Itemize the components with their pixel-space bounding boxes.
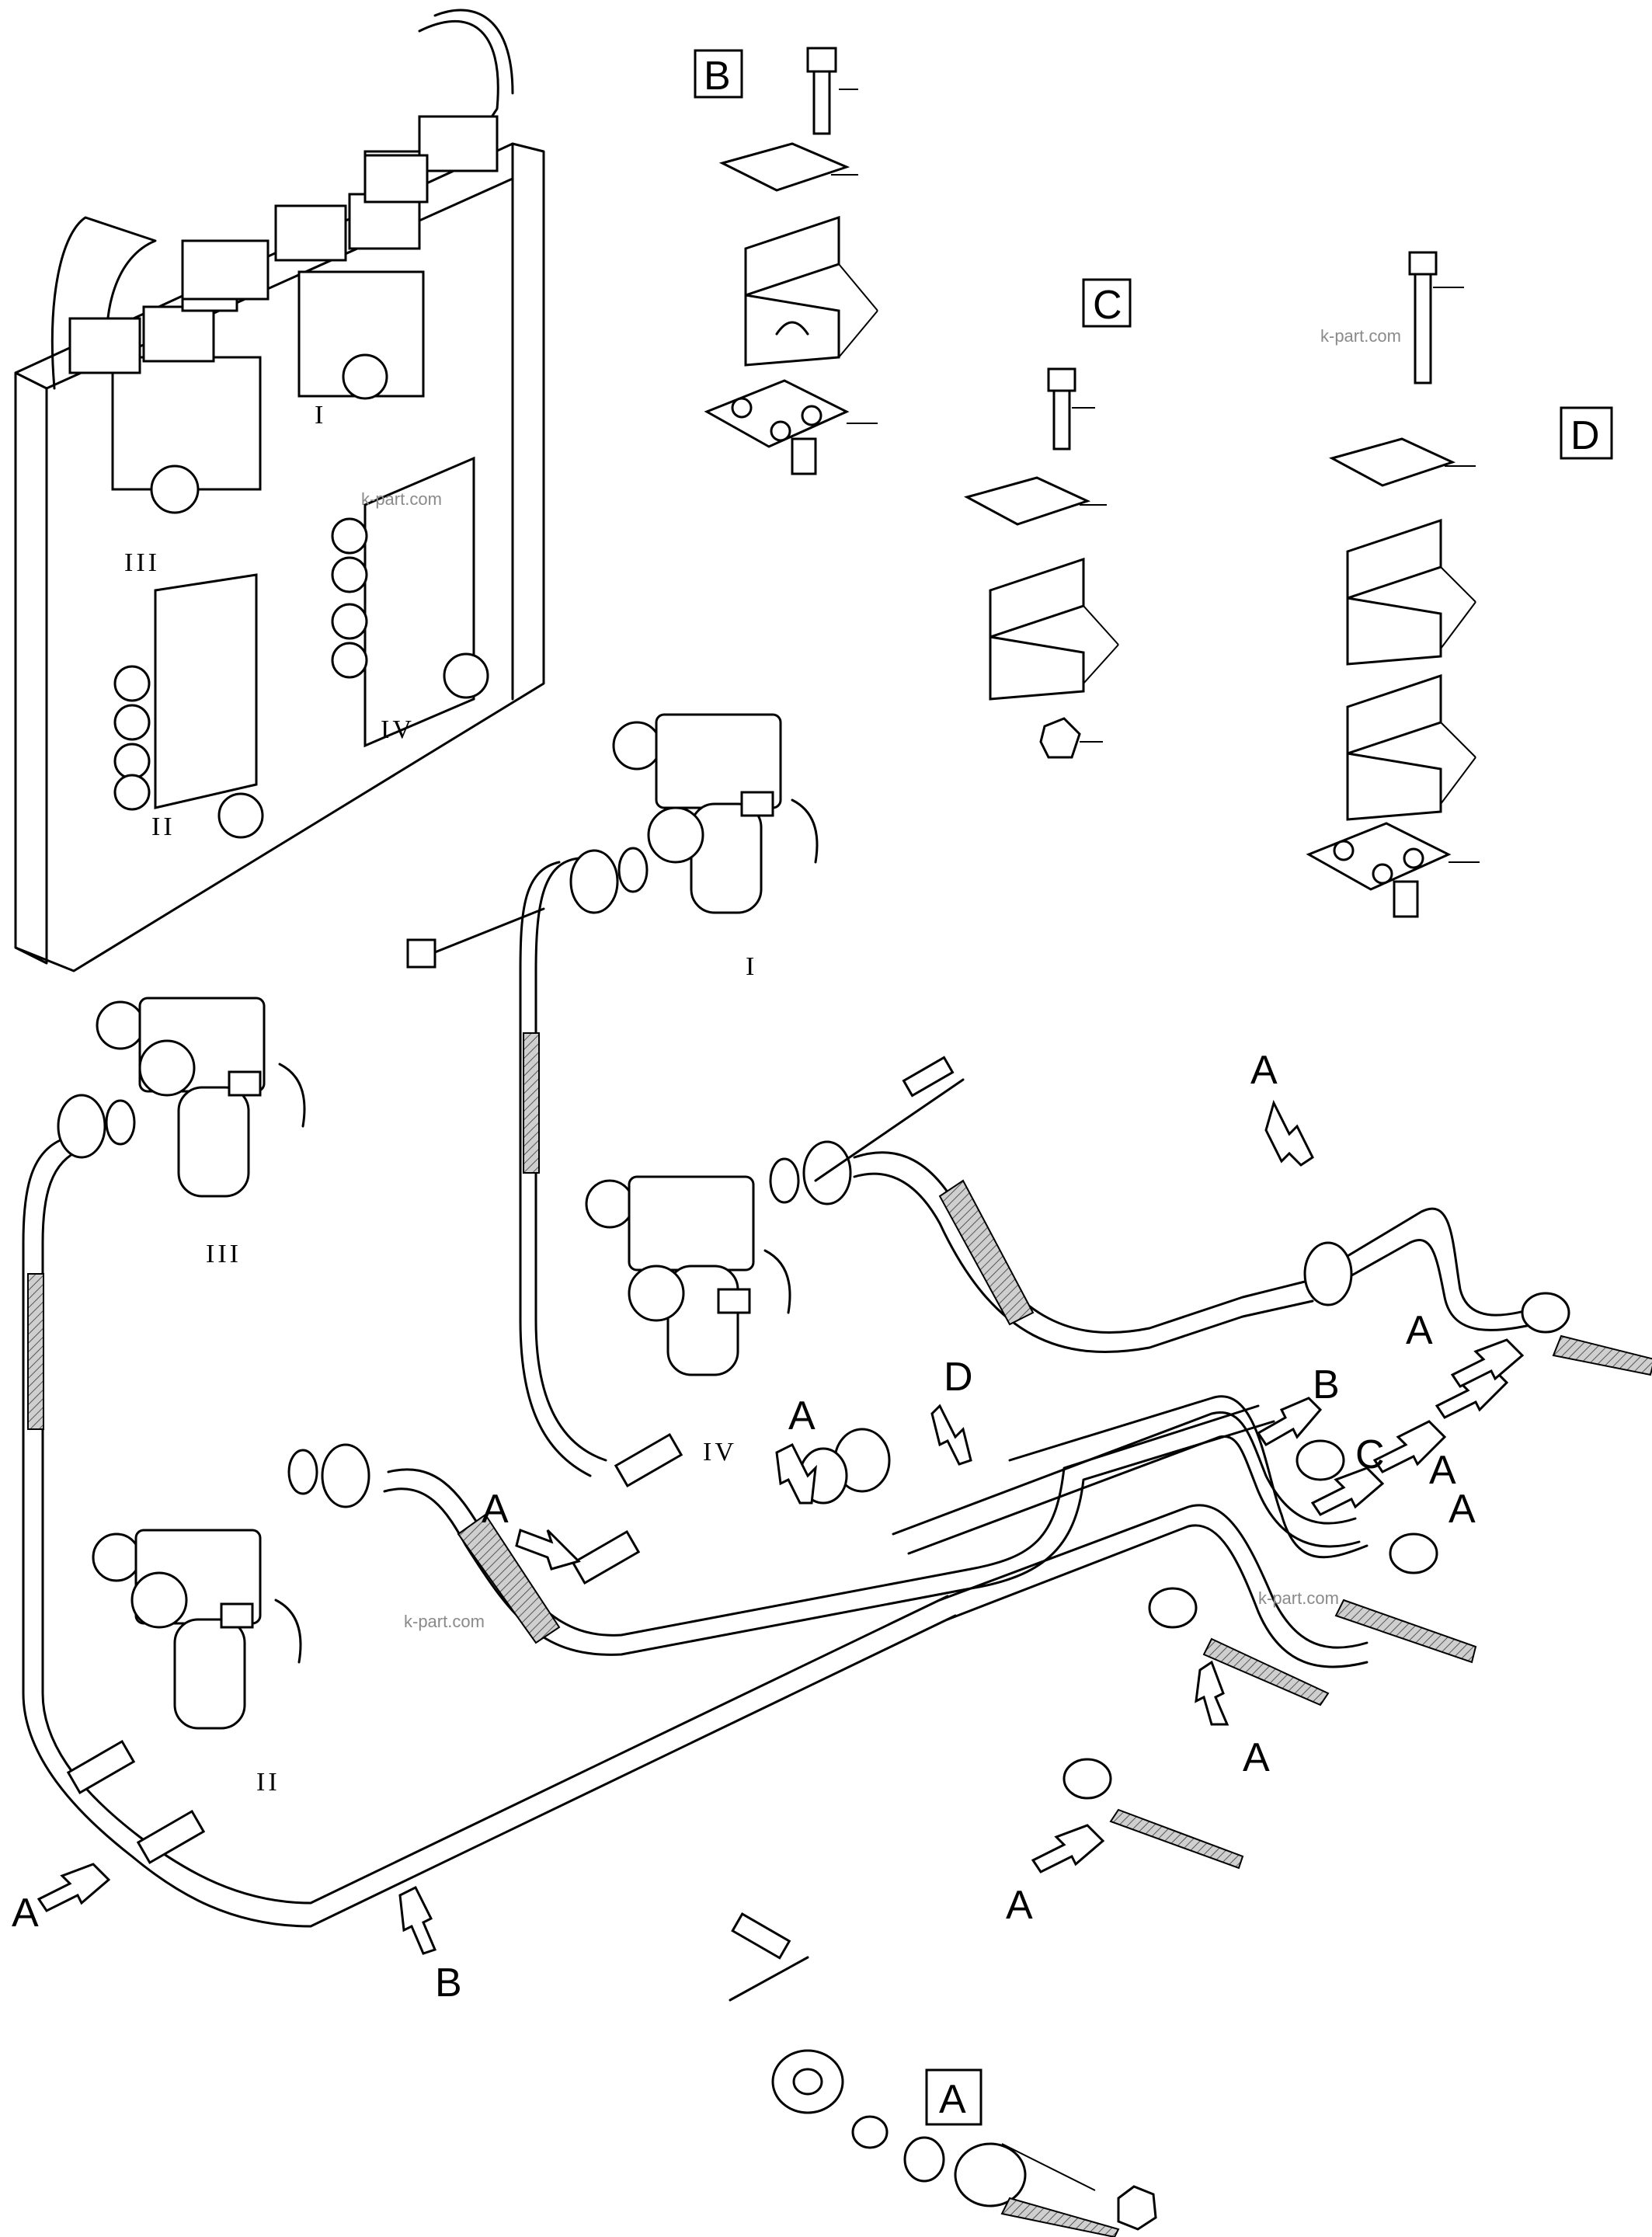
watermark: k-part.com xyxy=(404,1612,485,1631)
detail-box-D-letter: D xyxy=(1570,413,1600,458)
panel-label-II: II xyxy=(151,812,176,841)
svg-text:A: A xyxy=(1429,1448,1456,1493)
body-label-I: I xyxy=(746,952,757,981)
arrow-left-icon xyxy=(1310,1466,1385,1516)
valve-panel: III I II IV k-part.com xyxy=(14,9,545,972)
svg-text:A: A xyxy=(1243,1735,1270,1780)
callout-D1: D xyxy=(930,1355,973,1466)
svg-text:A: A xyxy=(788,1393,816,1439)
detail-box-D xyxy=(1560,406,1613,460)
panel-label-I: I xyxy=(315,401,326,430)
body-label-IV: IV xyxy=(703,1438,737,1466)
watermark: k-part.com xyxy=(361,489,442,509)
valve-body-I: I xyxy=(612,713,819,981)
svg-text:B: B xyxy=(1313,1362,1340,1407)
callout-A7: A xyxy=(1006,1824,1105,1928)
svg-text:B: B xyxy=(435,1960,462,2006)
svg-text:A: A xyxy=(12,1891,39,1936)
watermark: k-part.com xyxy=(1320,326,1401,346)
svg-text:A: A xyxy=(1406,1308,1433,1353)
arrow-right-icon xyxy=(515,1529,581,1571)
valve-body-III: III xyxy=(96,997,306,1268)
arrow-up-icon xyxy=(1195,1660,1229,1726)
panel-label-III: III xyxy=(124,548,160,577)
watermark: k-part.com xyxy=(1258,1588,1339,1608)
callout-B1: B xyxy=(1256,1362,1340,1446)
svg-text:A: A xyxy=(1006,1883,1033,1928)
callout-A2: A xyxy=(775,1393,817,1505)
svg-text:A: A xyxy=(1449,1487,1476,1532)
callout-A8: A xyxy=(12,1863,111,1936)
arrow-up-icon xyxy=(398,1885,437,1955)
valve-body-II: II k-part.com xyxy=(92,1529,485,1797)
svg-text:A: A xyxy=(1250,1048,1278,1093)
arrow-up-right-icon xyxy=(1450,1338,1525,1388)
arrow-up-right-icon xyxy=(37,1863,111,1912)
callout-A5: A xyxy=(1429,1366,1509,1493)
callout-A3: A xyxy=(482,1487,581,1571)
detail-box-C xyxy=(1082,278,1132,328)
callout-C1: C xyxy=(1310,1432,1385,1516)
detail-D-clamp-set: D k-part.com xyxy=(1306,251,1613,918)
arrow-left-icon xyxy=(1372,1420,1447,1473)
body-label-III: III xyxy=(206,1240,242,1268)
arrow-left-icon xyxy=(1031,1824,1105,1873)
svg-text:D: D xyxy=(944,1355,973,1400)
panel-valve-stack-IV xyxy=(331,456,489,748)
arrow-down-icon xyxy=(930,1404,972,1466)
detail-box-B xyxy=(694,49,743,99)
pipe-assembly: k-part.com xyxy=(22,847,1652,1928)
detail-box-C-letter: C xyxy=(1093,283,1122,328)
panel-label-IV: IV xyxy=(381,715,415,744)
panel-valve-stack-II xyxy=(113,573,264,839)
body-label-II: II xyxy=(256,1768,280,1797)
detail-box-A xyxy=(925,2068,983,2126)
detail-A-fitting: A xyxy=(729,1912,1157,2237)
valve-body-IV: IV xyxy=(585,1175,791,1466)
arrow-down-icon xyxy=(775,1442,817,1505)
callout-A1: A xyxy=(1250,1048,1314,1167)
callout-A4: A xyxy=(1372,1420,1476,1532)
panel-valve-stack-top xyxy=(181,115,499,301)
svg-text:A: A xyxy=(482,1487,509,1532)
detail-box-A-letter: A xyxy=(939,2077,966,2122)
callout-A6: A xyxy=(1195,1660,1270,1780)
callouts: A A A A A A A A xyxy=(12,1048,1525,2006)
callout-B2: B xyxy=(398,1885,462,2006)
detail-box-B-letter: B xyxy=(704,54,731,99)
detail-B-clamp-set: B xyxy=(694,47,878,475)
arrow-left-icon xyxy=(1256,1397,1323,1446)
callout-A9: A xyxy=(1406,1308,1525,1388)
detail-C-clamp-set: C xyxy=(964,278,1132,759)
arrow-down-icon xyxy=(1264,1099,1314,1167)
